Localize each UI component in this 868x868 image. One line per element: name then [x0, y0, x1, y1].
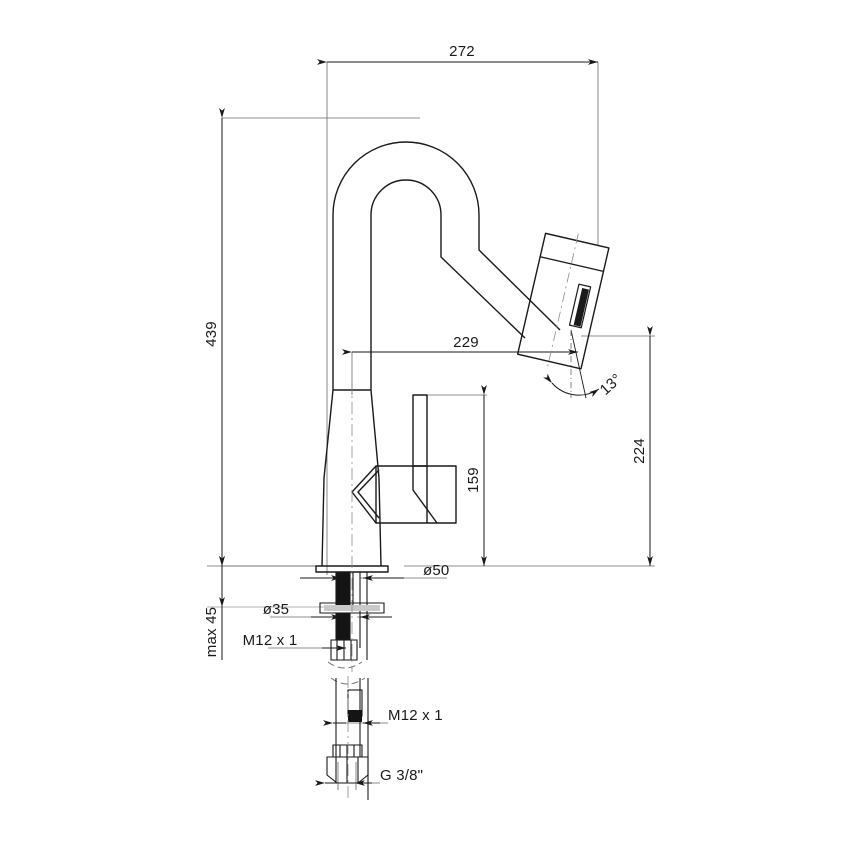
spray-head-body	[516, 232, 610, 370]
dimension-thread-upper: M12 x 1	[243, 632, 346, 651]
spout-arc-inner	[370, 179, 526, 390]
spray-head-collar	[539, 256, 604, 273]
dim-label-thread-lower: M12 x 1	[388, 707, 443, 724]
lever-handle-stem	[412, 394, 428, 467]
base-escutcheon	[315, 565, 389, 573]
dim-label-272: 272	[449, 43, 475, 60]
faucet-outline	[315, 141, 610, 573]
body-column-right	[370, 389, 382, 567]
dim-label-supply-thread: G 3/8"	[380, 767, 423, 784]
extension-lines	[207, 62, 655, 790]
mounting-washer	[319, 602, 385, 614]
dimension-dia-50: ø50	[300, 562, 449, 581]
dim-label-229: 229	[453, 334, 479, 351]
spray-button	[568, 283, 592, 329]
dim-label-159: 159	[465, 467, 482, 493]
angle-arc-13	[543, 373, 600, 397]
dim-label-max-45: max 45	[203, 607, 220, 657]
dimension-thread-lower: M12 x 1	[323, 707, 443, 726]
dimension-dia-35: ø35	[263, 601, 392, 620]
dimension-272: 272	[317, 43, 598, 65]
break-line-upper	[327, 661, 363, 669]
break-line-lower	[330, 677, 366, 685]
spray-button-fill	[573, 288, 590, 327]
lever-handle-cam-inner	[357, 469, 380, 519]
dimension-max-45: max 45	[203, 556, 225, 660]
dim-label-dia-50: ø50	[423, 562, 449, 579]
mounting-nut	[330, 639, 358, 661]
dimension-229: 229	[342, 334, 578, 355]
mounting-stud-upper	[336, 572, 350, 607]
dimension-224: 224	[631, 326, 653, 566]
dim-label-224: 224	[631, 438, 648, 464]
supply-thread-block-fill	[348, 710, 362, 722]
dimension-159: 159	[465, 385, 487, 566]
spray-head	[516, 232, 610, 370]
dim-label-dia-35: ø35	[263, 601, 289, 618]
angle-ref-line-tilted	[570, 329, 587, 399]
dimension-supply-thread: G 3/8"	[315, 767, 423, 786]
dimension-439: 439	[203, 108, 225, 566]
dim-label-thread-upper: M12 x 1	[243, 632, 298, 649]
dim-label-13deg: 13°	[597, 371, 626, 399]
mounting-stud-lower	[336, 613, 350, 640]
spout-arc-outer	[332, 141, 561, 390]
lever-handle-cam	[351, 465, 377, 524]
mounting-hardware	[319, 571, 385, 800]
dim-label-439: 439	[203, 321, 220, 347]
lever-handle-hub-face	[412, 466, 438, 524]
centrelines	[347, 380, 353, 800]
body-column-left	[321, 389, 334, 567]
spray-head-centreline	[546, 233, 579, 371]
lever-handle-hub	[375, 465, 457, 524]
